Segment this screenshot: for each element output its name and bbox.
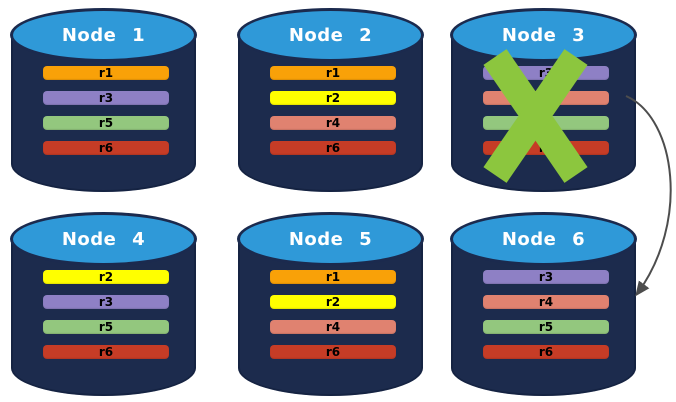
- node-1: Node 1 r1 r3 r5 r6: [10, 8, 197, 194]
- node-title: Node 6: [501, 228, 586, 250]
- replica-label: r1: [325, 66, 341, 80]
- node-title: Node 4: [61, 228, 146, 250]
- node-6: Node 6 r3 r4 r5 r6: [450, 212, 637, 398]
- replica-bar: r4: [270, 320, 396, 334]
- database-cylinder-top: Node 3: [450, 8, 637, 62]
- replica-bar: r2: [270, 91, 396, 105]
- database-cylinder-top: Node 1: [10, 8, 197, 62]
- node-title: Node 2: [288, 24, 373, 46]
- replica-bar: r6: [43, 345, 169, 359]
- replica-label: r3: [98, 91, 114, 105]
- failure-x-icon: [483, 49, 588, 183]
- replica-bar: r1: [270, 66, 396, 80]
- replica-label: r1: [98, 66, 114, 80]
- replica-label: r1: [325, 270, 341, 284]
- replica-label: r5: [98, 320, 114, 334]
- node-5: Node 5 r1 r2 r4 r6: [237, 212, 424, 398]
- replica-bar: r6: [270, 141, 396, 155]
- replica-bar: r2: [43, 270, 169, 284]
- node-title: Node 5: [288, 228, 373, 250]
- database-cylinder-top: Node 4: [10, 212, 197, 266]
- node-title: Node 1: [61, 24, 146, 46]
- database-cylinder-top: Node 6: [450, 212, 637, 266]
- replica-bar: r5: [43, 320, 169, 334]
- database-cylinder-top: Node 2: [237, 8, 424, 62]
- replica-label: r6: [538, 345, 554, 359]
- replica-label: r4: [538, 295, 554, 309]
- replica-bar: r3: [483, 270, 609, 284]
- replica-bar: r6: [43, 141, 169, 155]
- replica-label: r6: [325, 141, 341, 155]
- replica-label: r2: [325, 91, 341, 105]
- replica-bar: r3: [43, 295, 169, 309]
- replica-label: r6: [98, 345, 114, 359]
- replica-bar: r6: [483, 345, 609, 359]
- replica-bar: r2: [270, 295, 396, 309]
- replica-bar: r1: [43, 66, 169, 80]
- replica-bar: r4: [483, 295, 609, 309]
- replica-label: r2: [325, 295, 341, 309]
- replica-label: r6: [325, 345, 341, 359]
- node-3: Node 3r3r4r5r6: [450, 8, 637, 194]
- replica-bar: r5: [483, 320, 609, 334]
- replica-bar: r1: [270, 270, 396, 284]
- replica-label: r2: [98, 270, 114, 284]
- node-2: Node 2 r1 r2 r4 r6: [237, 8, 424, 194]
- replica-label: r5: [98, 116, 114, 130]
- replica-label: r6: [98, 141, 114, 155]
- database-cylinder-top: Node 5: [237, 212, 424, 266]
- node-4: Node 4 r2 r3 r5 r6: [10, 212, 197, 398]
- replica-bar: r4: [270, 116, 396, 130]
- replica-label: r5: [538, 320, 554, 334]
- replica-label: r4: [325, 116, 341, 130]
- replica-bar: r3: [43, 91, 169, 105]
- replica-label: r3: [538, 270, 554, 284]
- node-title: Node 3: [501, 24, 586, 46]
- replica-bar: r5: [43, 116, 169, 130]
- replica-label: r3: [98, 295, 114, 309]
- replica-bar: r6: [270, 345, 396, 359]
- replica-label: r4: [325, 320, 341, 334]
